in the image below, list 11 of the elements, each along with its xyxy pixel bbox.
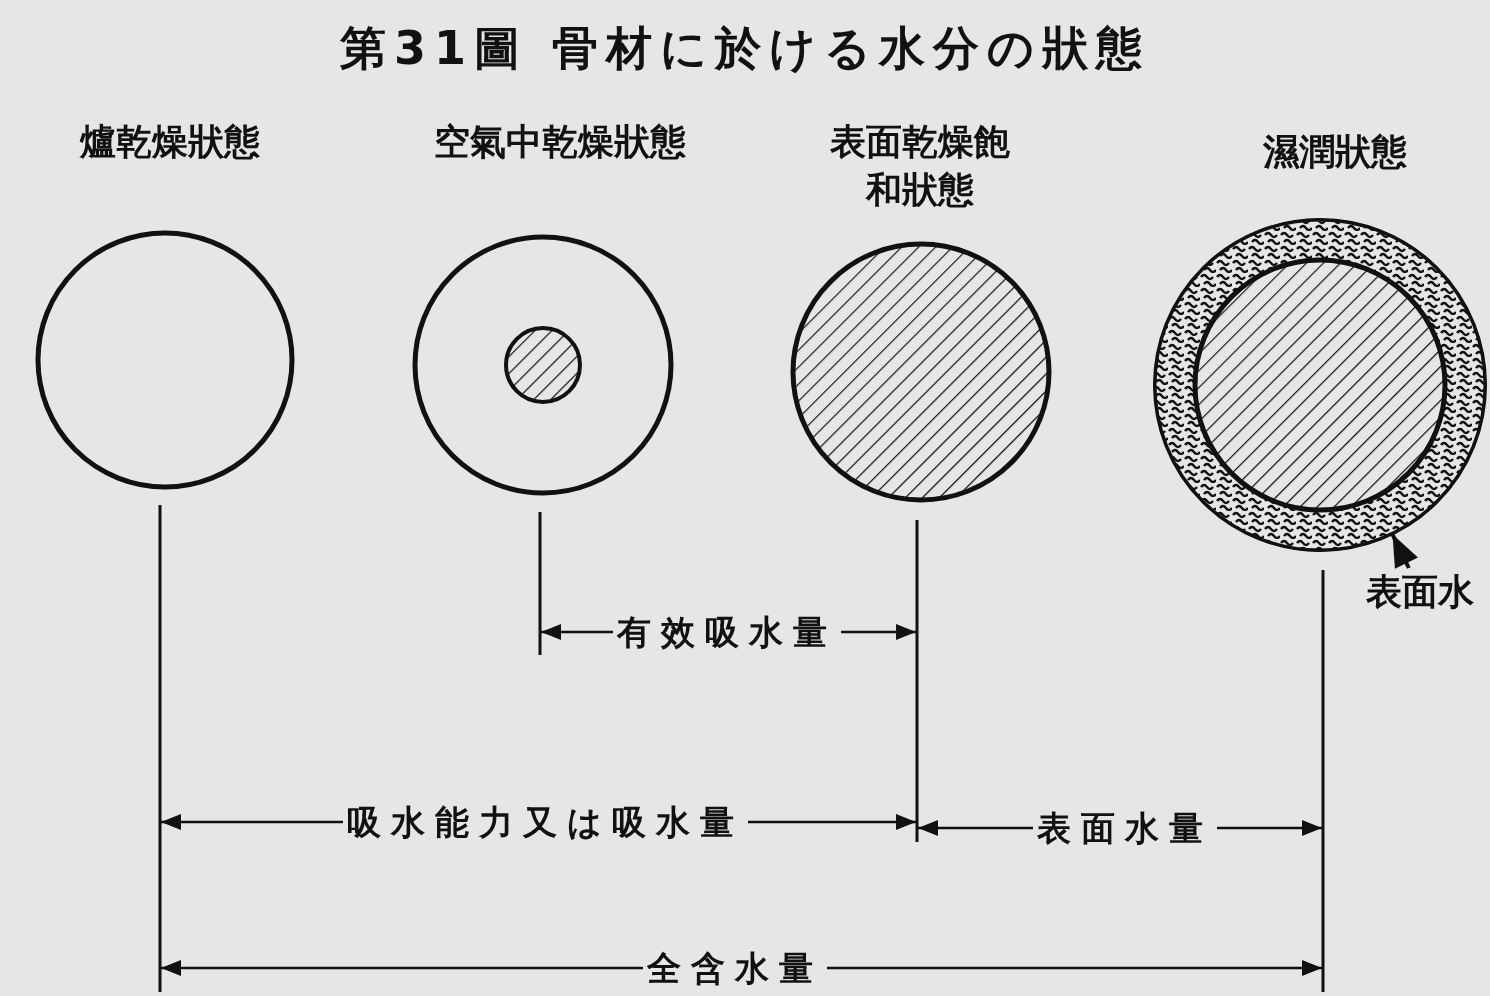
state-heading: 爐乾燥狀態 xyxy=(78,120,261,164)
dimension-label: 全含水量 xyxy=(643,948,827,988)
leader-line xyxy=(1390,533,1418,569)
callout-label: 表面水 xyxy=(1365,570,1475,614)
figure-title: 第31圖 骨材に於ける水分の狀態 xyxy=(339,20,1151,77)
state-heading: 表面乾燥飽和狀態 xyxy=(829,120,1011,212)
state-heading: 空氣中乾燥狀態 xyxy=(433,120,687,164)
state-heading: 濕潤狀態 xyxy=(1262,130,1408,174)
dimension-label: 有效吸水量 xyxy=(613,612,841,652)
dimension-label: 表面水量 xyxy=(1033,808,1217,848)
dimension-label: 吸水能力又は吸水量 xyxy=(342,802,748,842)
